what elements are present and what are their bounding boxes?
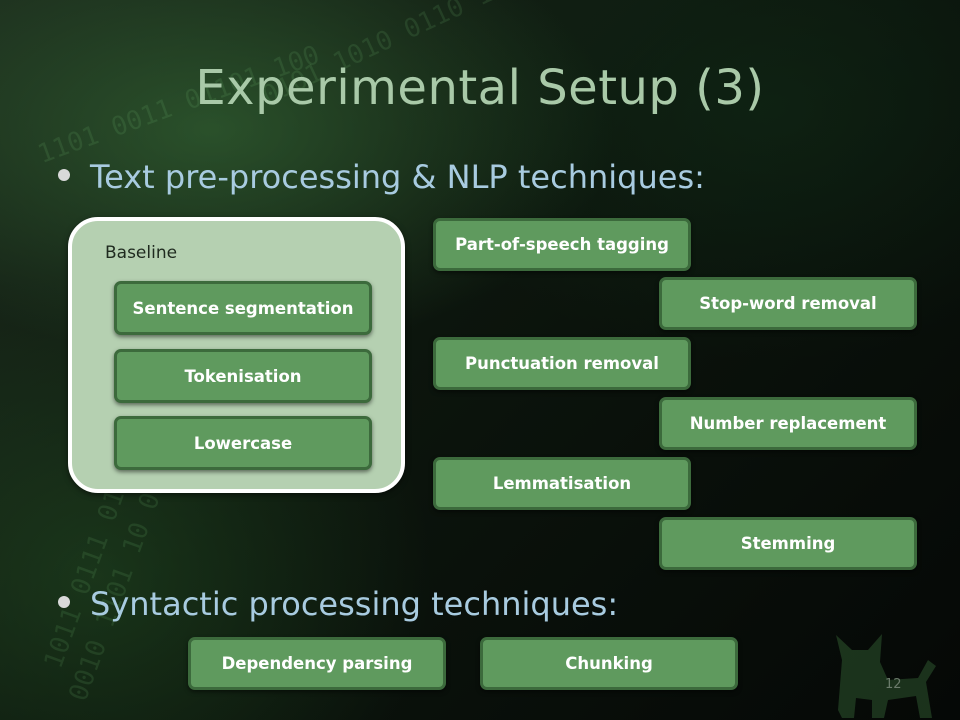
tokenisation-box: Tokenisation [114,349,372,403]
pos-tagging-box: Part-of-speech tagging [433,218,691,271]
punctuation-removal-box: Punctuation removal [433,337,691,390]
bullet-syntactic-processing: Syntactic processing techniques: [58,585,618,623]
dependency-parsing-box: Dependency parsing [188,637,446,690]
chunking-box: Chunking [480,637,738,690]
bullet-label: Syntactic processing techniques: [90,585,619,623]
stemming-box: Stemming [659,517,917,570]
bullet-label: Text pre-processing & NLP techniques: [90,158,705,196]
stopword-removal-box: Stop-word removal [659,277,917,330]
number-replacement-box: Number replacement [659,397,917,450]
slide-title: Experimental Setup (3) [195,60,765,116]
bullet-dot-icon [58,169,70,181]
slide-number: 12 [885,677,902,692]
bullet-dot-icon [58,596,70,608]
cat-silhouette-icon [836,634,936,718]
sentence-segmentation-box: Sentence segmentation [114,281,372,335]
lowercase-box: Lowercase [114,416,372,470]
lemmatisation-box: Lemmatisation [433,457,691,510]
baseline-group: Baseline Sentence segmentation Tokenisat… [68,217,405,493]
bullet-text-preprocessing: Text pre-processing & NLP techniques: [58,158,705,196]
baseline-label: Baseline [105,243,178,263]
